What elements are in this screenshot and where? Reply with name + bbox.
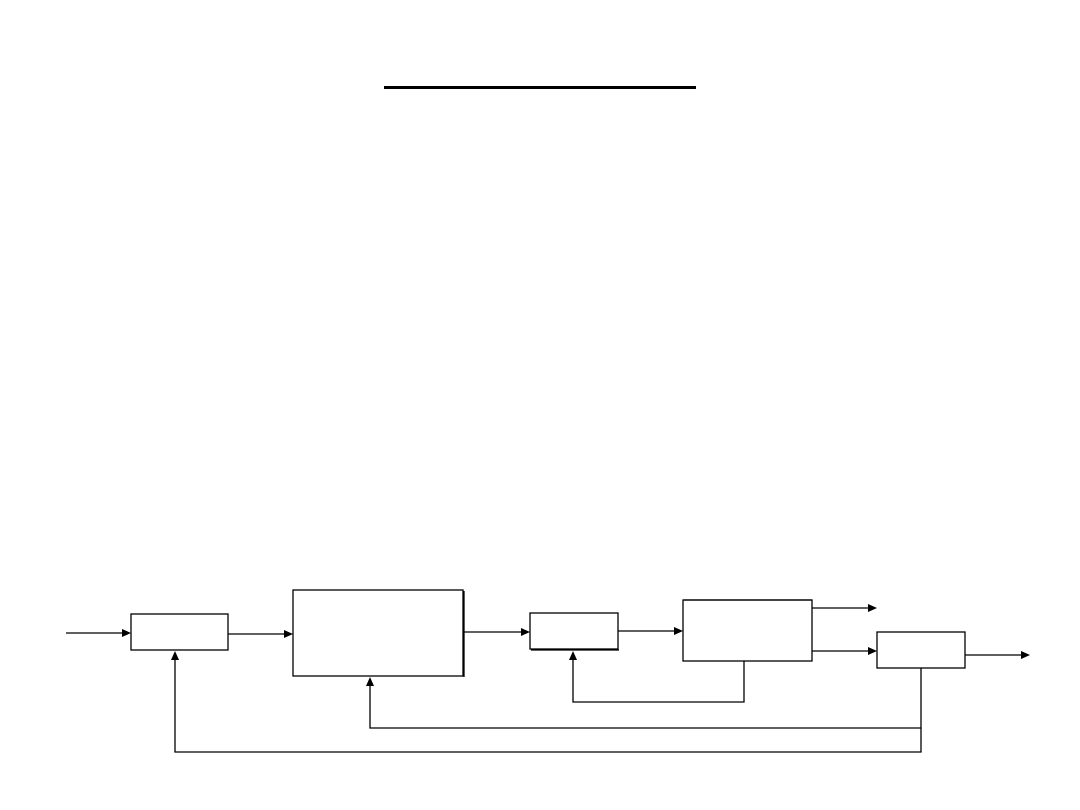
block-5: [876, 631, 966, 669]
block-2: [292, 589, 465, 677]
arrow-block-1-to-block-2: [228, 630, 293, 638]
arrow-block-4-to-block-5: [812, 647, 877, 655]
block-4: [682, 599, 813, 662]
arrow-input-to-block-1: [66, 629, 131, 637]
feedback-block-5-to-block-2: [366, 668, 922, 729]
arrow-block-2-to-block-3: [464, 628, 530, 636]
block-1: [130, 613, 229, 651]
arrow-block-3-to-block-4: [618, 627, 683, 635]
title-underline: [384, 86, 696, 89]
arrow-block-4-to-upper-output: [812, 604, 877, 612]
feedback-block-4-to-block-3: [569, 651, 745, 703]
arrow-block-5-to-output: [965, 651, 1030, 659]
block-3: [529, 612, 619, 651]
feedback-block-5-to-block-1: [171, 651, 922, 753]
